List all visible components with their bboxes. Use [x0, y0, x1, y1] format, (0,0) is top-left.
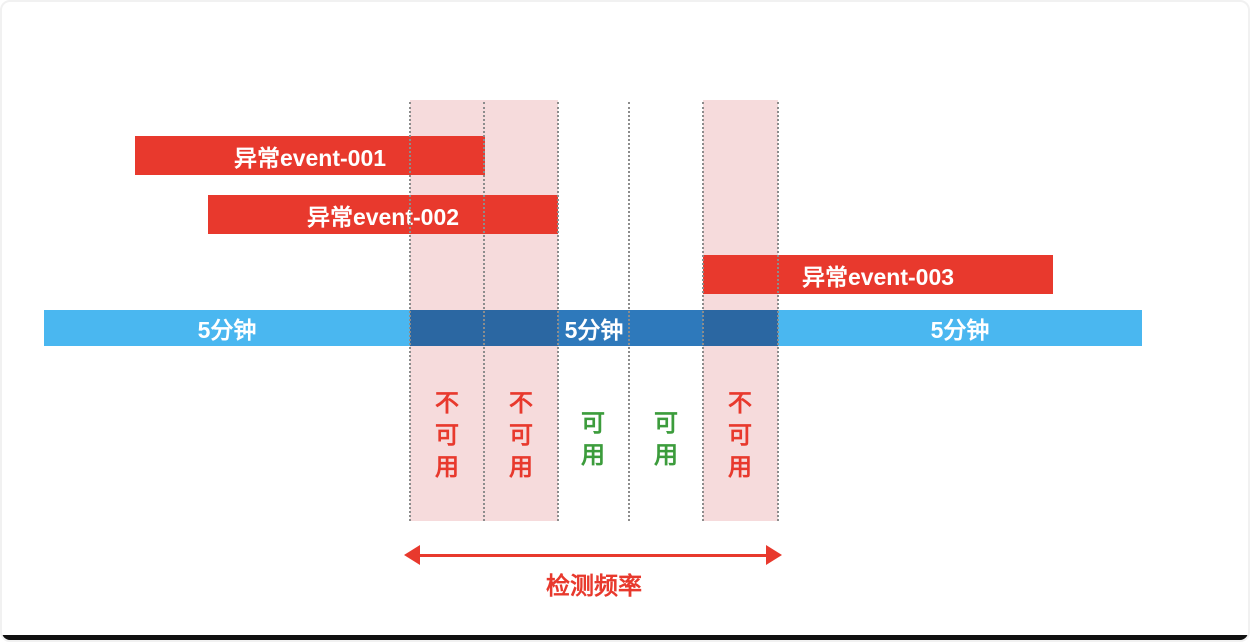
availability-label: 不可用: [435, 390, 459, 481]
timeline-dark-segment: [703, 310, 778, 346]
timeline-segment-label: 5分钟: [197, 317, 257, 343]
bottom-edge-strip: [2, 635, 1248, 640]
frequency-arrow-right-head: [766, 545, 782, 565]
availability-label: 可用: [581, 410, 605, 469]
event-bar: 异常event-002: [208, 195, 558, 234]
frequency-arrow-left-head: [404, 545, 420, 565]
dotted-boundary-line: [777, 102, 779, 521]
frequency-label: 检测频率: [546, 573, 642, 600]
detection-window-band: [484, 346, 558, 521]
dotted-boundary-line: [702, 102, 704, 521]
availability-label: 不可用: [509, 390, 533, 481]
event-bar: 异常event-001: [135, 136, 485, 175]
event-bar: 异常event-003: [703, 255, 1053, 294]
timeline-dark-segment: [558, 310, 703, 346]
detection-window-band: [703, 346, 778, 521]
dotted-boundary-line: [409, 102, 411, 521]
detection-window-band: [410, 346, 484, 521]
timeline-segment-label: 5分钟: [564, 317, 624, 343]
dotted-boundary-line: [483, 102, 485, 521]
dotted-boundary-line: [628, 102, 630, 521]
availability-label: 不可用: [728, 390, 752, 481]
dotted-boundary-line: [557, 102, 559, 521]
availability-label: 可用: [654, 410, 678, 469]
frequency-arrow-line: [417, 554, 768, 557]
timeline-segment-label: 5分钟: [930, 317, 990, 343]
